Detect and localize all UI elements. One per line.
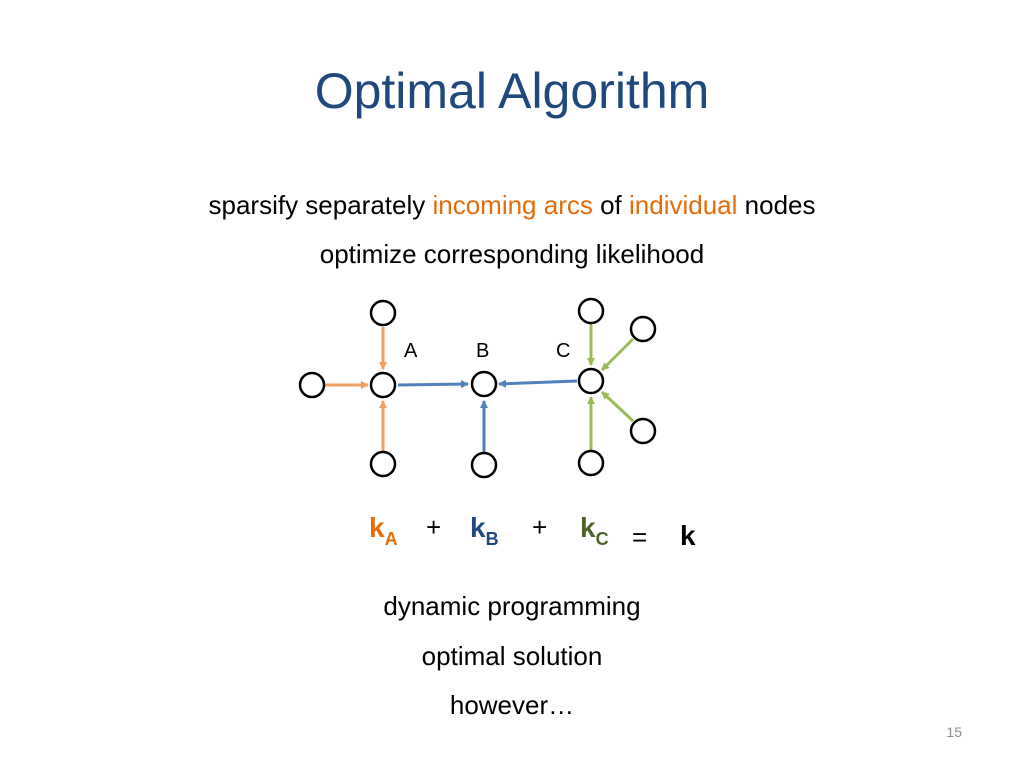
kc-k: k (580, 512, 596, 543)
node-c-top (577, 297, 605, 325)
node-c-bottomright (629, 417, 657, 445)
node-a-bottom (369, 450, 397, 478)
node-a-top (369, 299, 397, 327)
ka-sub: A (384, 529, 398, 549)
kb-k: k (470, 512, 486, 543)
label-b: B (476, 340, 489, 362)
arc-bottomright-to-c (600, 390, 635, 423)
node-c-bottom (577, 449, 605, 477)
line1-text-3: of (592, 190, 630, 220)
node-b-bottom (470, 451, 498, 479)
bottom-line-1: dynamic programming (383, 591, 641, 621)
label-c: C (556, 340, 570, 362)
term-k: k (680, 520, 696, 551)
subtitle-line-1: sparsify separately incoming arcs of ind… (0, 190, 1024, 221)
term-ka: kA (369, 512, 398, 550)
subtitle-line-2: optimize corresponding likelihood (319, 239, 705, 269)
arc-topright-to-c (600, 337, 635, 372)
term-kb: kB (470, 512, 499, 550)
kb-sub: B (485, 529, 499, 549)
arc-c-to-b (498, 379, 578, 388)
node-a-left (298, 371, 326, 399)
term-kc: kC (580, 512, 609, 550)
node-a (369, 371, 397, 399)
label-a: A (404, 340, 418, 362)
slide-title: Optimal Algorithm (314, 63, 710, 119)
kc-sub: C (595, 529, 609, 549)
plus-2: + (532, 512, 548, 542)
equals-sign: = (632, 522, 648, 552)
line1-text-1: sparsify separately (208, 190, 433, 220)
bottom-line-3: however… (449, 690, 575, 720)
plus-1: + (426, 512, 442, 542)
page-number: 15 (946, 724, 962, 740)
node-c (577, 367, 605, 395)
bottom-line-2: optimal solution (421, 641, 603, 671)
node-b (470, 370, 498, 398)
line1-incoming-arcs: incoming arcs (432, 190, 593, 220)
line1-individual: individual (629, 190, 738, 220)
ka-k: k (369, 512, 385, 543)
arc-a-to-b (397, 380, 469, 389)
node-c-topright (629, 315, 657, 343)
line1-text-5: nodes (737, 190, 816, 220)
